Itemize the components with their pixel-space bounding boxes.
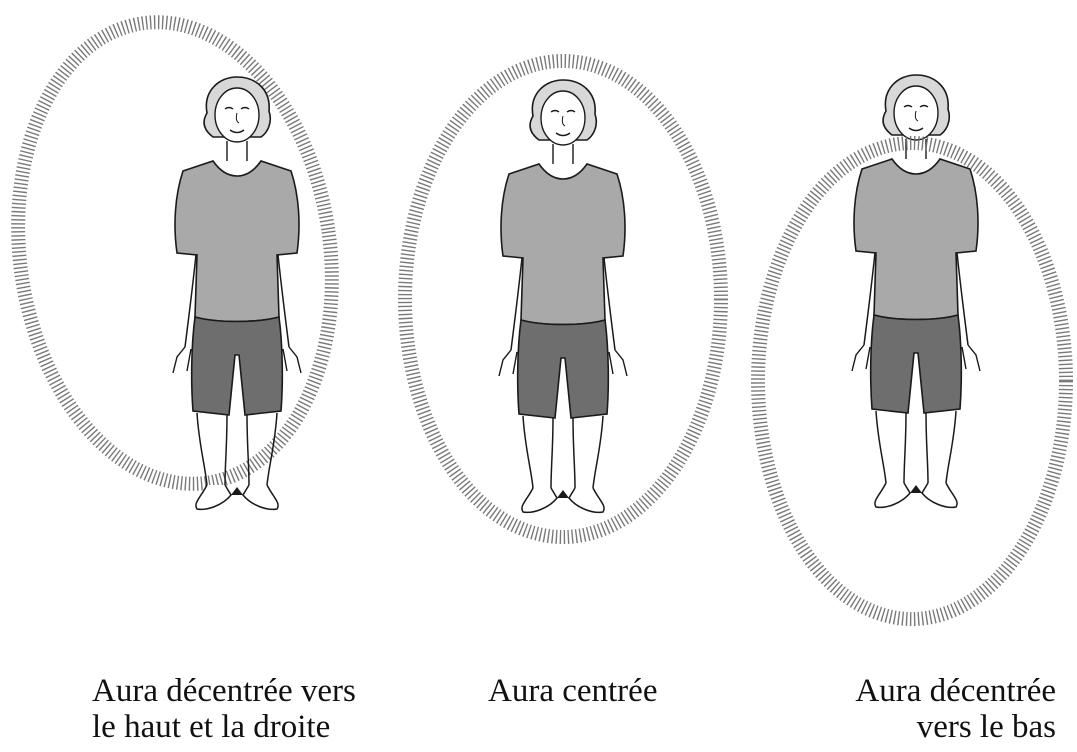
figure-2 (405, 61, 721, 537)
figure-3 (758, 75, 1066, 619)
caption-aura-up-right: Aura décentrée vers le haut et la droite (92, 673, 356, 745)
caption-aura-centered: Aura centrée (488, 673, 657, 709)
woman-figure (173, 77, 301, 509)
caption-aura-down: Aura décentrée vers le bas (826, 673, 1056, 745)
woman-figure (499, 80, 627, 512)
woman-figure (852, 75, 980, 507)
figure-1 (0, 2, 361, 510)
